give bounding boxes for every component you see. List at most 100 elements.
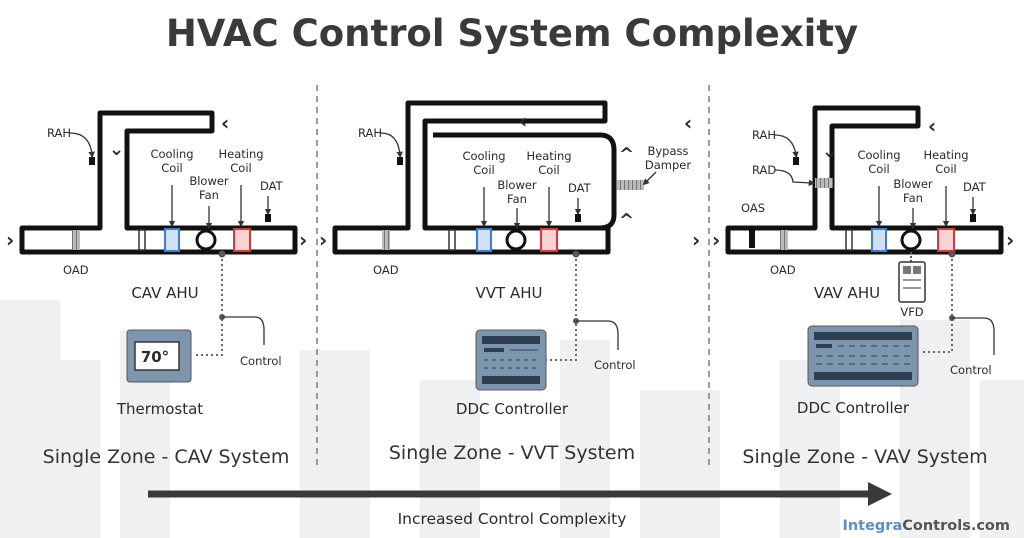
recirculation-air-damper bbox=[815, 178, 833, 188]
airflow-chevron: ‹ bbox=[684, 111, 692, 135]
filter bbox=[138, 229, 146, 251]
label-cooling-line1: Cooling bbox=[150, 147, 193, 161]
label-oad: OAD bbox=[373, 263, 399, 277]
sensor-rah bbox=[793, 157, 799, 165]
cooling-coil bbox=[164, 228, 180, 252]
pointer-bypass bbox=[642, 171, 657, 186]
label-rah: RAH bbox=[358, 126, 382, 140]
control-wire bbox=[545, 254, 577, 361]
label-dat: DAT bbox=[568, 181, 592, 195]
heating-coil bbox=[540, 228, 558, 252]
zone-label: Single Zone - VAV System bbox=[742, 446, 987, 468]
airflow-chevron: › bbox=[1006, 228, 1014, 252]
bypass-damper bbox=[616, 180, 644, 190]
cooling-coil bbox=[871, 228, 887, 252]
sensor-dat bbox=[575, 214, 581, 222]
label-rah: RAH bbox=[47, 126, 71, 140]
zone-label: Single Zone - CAV System bbox=[43, 446, 290, 468]
ahu-label: CAV AHU bbox=[131, 284, 198, 302]
vfd-drive bbox=[898, 252, 926, 303]
airflow-chevron: ⌄ bbox=[109, 139, 124, 160]
airflow-chevron: ^ bbox=[619, 144, 634, 165]
pointer-rah bbox=[69, 132, 95, 159]
outside-air-damper bbox=[780, 230, 788, 250]
outside-air-damper bbox=[72, 230, 80, 250]
device-label: DDC Controller bbox=[797, 399, 910, 417]
control-wire bbox=[193, 254, 223, 356]
label-control: Control bbox=[950, 363, 992, 377]
blower-fan bbox=[505, 229, 527, 251]
blower-fan bbox=[195, 229, 217, 251]
sensor-dat bbox=[970, 214, 976, 222]
blower-fan bbox=[900, 229, 922, 251]
airflow-chevron: › bbox=[692, 228, 700, 252]
label-dat: DAT bbox=[963, 180, 987, 194]
ahu-label: VVT AHU bbox=[476, 284, 543, 302]
ahu-label: VAV AHU bbox=[814, 284, 880, 302]
airflow-chevron: ⌄ bbox=[822, 141, 837, 162]
thermostat-screen bbox=[134, 341, 180, 371]
control-pointer bbox=[952, 317, 995, 355]
label-rah: RAH bbox=[752, 128, 776, 142]
brand-logo: IntegraControls.com bbox=[842, 518, 1010, 534]
control-pointer bbox=[576, 320, 619, 350]
sensor-dat bbox=[265, 214, 271, 222]
label-dat: DAT bbox=[260, 179, 284, 193]
zone-label: Single Zone - VVT System bbox=[389, 442, 635, 464]
heating-coil bbox=[937, 228, 955, 252]
label-oas: OAS bbox=[741, 201, 765, 215]
label-oad: OAD bbox=[63, 263, 89, 277]
label-rad: RAD bbox=[752, 163, 776, 177]
page-title: HVAC Control System Complexity bbox=[166, 12, 858, 55]
airflow-chevron: ‹ bbox=[928, 114, 936, 138]
pointer-rah bbox=[380, 132, 403, 159]
cooling-coil bbox=[476, 228, 492, 252]
airflow-chevron: ‹ bbox=[519, 109, 527, 133]
complexity-arrowhead bbox=[868, 482, 892, 506]
airflow-chevron: › bbox=[299, 228, 307, 252]
sensor-oas bbox=[749, 226, 755, 248]
heating-coil bbox=[233, 228, 251, 252]
label-control: Control bbox=[594, 358, 636, 372]
outside-air-damper bbox=[382, 230, 390, 250]
label-oad: OAD bbox=[770, 263, 796, 277]
filter bbox=[845, 229, 853, 251]
ahu-duct-outline bbox=[332, 100, 611, 255]
airflow-chevron: ^ bbox=[619, 210, 634, 231]
label-control: Control bbox=[240, 354, 282, 368]
airflow-chevron: › bbox=[712, 228, 720, 252]
background-skyline bbox=[0, 300, 1024, 538]
label-vfd: VFD bbox=[900, 305, 923, 319]
ahu-duct-outline bbox=[19, 110, 298, 255]
device-label: Thermostat bbox=[116, 400, 203, 418]
sensor-rah bbox=[397, 157, 403, 165]
airflow-chevron: › bbox=[319, 228, 327, 252]
control-pointer bbox=[222, 316, 265, 345]
sensor-rah bbox=[89, 157, 95, 165]
ddc-controller bbox=[475, 329, 547, 391]
airflow-chevron: ‹ bbox=[221, 111, 229, 135]
filter bbox=[448, 229, 456, 251]
complexity-label: Increased Control Complexity bbox=[398, 510, 627, 528]
airflow-chevron: › bbox=[6, 228, 14, 252]
ddc-controller bbox=[807, 325, 919, 387]
device-label: DDC Controller bbox=[456, 400, 569, 418]
pointer-rad bbox=[774, 169, 816, 187]
thermostat-display: 70° bbox=[141, 348, 169, 366]
bypass-duct bbox=[433, 132, 617, 231]
pointer-rah bbox=[774, 134, 799, 159]
